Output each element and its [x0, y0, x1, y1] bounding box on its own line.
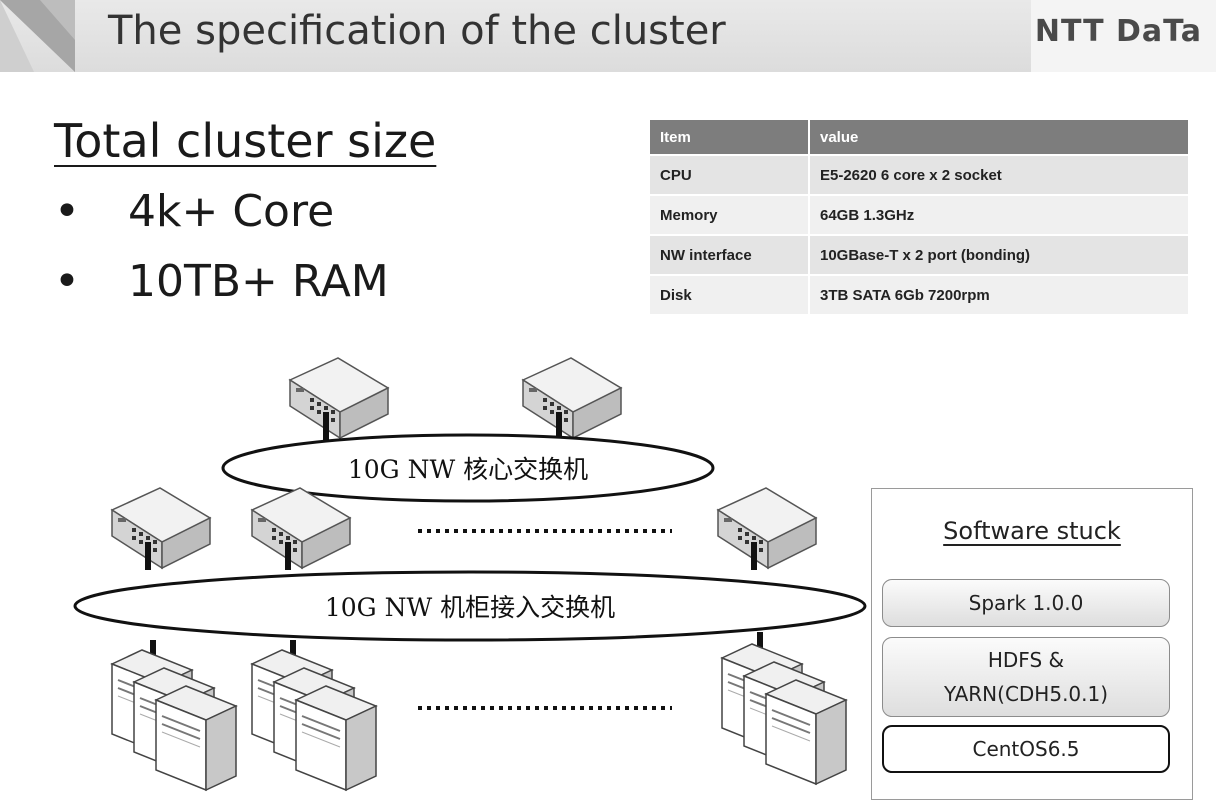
hdfs-yarn-layer: HDFS & YARN(CDH5.0.1) [882, 637, 1170, 717]
spark-layer: Spark 1.0.0 [882, 579, 1170, 627]
table-row: NW interface 10GBase-T x 2 port (bonding… [650, 236, 1188, 274]
rack-switch-label: 10G NW 机柜接入交换机 [325, 593, 615, 622]
software-stack-title: Software stuck [943, 517, 1121, 545]
bullet-icon: • [54, 256, 80, 307]
server-rack-icon [252, 650, 376, 790]
table-cell-item: NW interface [650, 236, 810, 274]
table-row: Disk 3TB SATA 6Gb 7200rpm [650, 276, 1188, 314]
table-cell-value: E5-2620 6 core x 2 socket [810, 156, 1188, 194]
column-header-value: value [810, 120, 1188, 154]
table-cell-item: Disk [650, 276, 810, 314]
slide-title: The specification of the cluster [108, 8, 726, 54]
rack-switch-icon [717, 487, 817, 570]
column-header-item: Item [650, 120, 810, 154]
centos-layer: CentOS6.5 [882, 725, 1170, 773]
ntt-data-logo: NTT DaTa [1034, 14, 1202, 49]
table-cell-item: Memory [650, 196, 810, 234]
network-diagram: 10G NW 核心交换机 10G NW 机柜接入交换机 [73, 357, 867, 805]
core-switch-label: 10G NW 核心交换机 [348, 455, 588, 484]
table-cell-item: CPU [650, 156, 810, 194]
bullet-text: 10TB+ RAM [128, 256, 389, 307]
bullet-item-ram: • 10TB+ RAM [54, 254, 389, 310]
software-stack-panel: Software stuck Spark 1.0.0 HDFS & YARN(C… [871, 488, 1193, 800]
table-cell-value: 64GB 1.3GHz [810, 196, 1188, 234]
core-switch-icon [289, 357, 389, 440]
table-row: CPU E5-2620 6 core x 2 socket [650, 156, 1188, 194]
rack-switch-icon [111, 487, 211, 570]
server-rack-icon [722, 644, 846, 784]
table-cell-value: 3TB SATA 6Gb 7200rpm [810, 276, 1188, 314]
header-decoration-icon [0, 0, 75, 72]
slide-header: The specification of the cluster NTT DaT… [0, 0, 1216, 72]
bullet-text: 4k+ Core [128, 186, 335, 237]
table-header-row: Item value [650, 120, 1188, 154]
table-row: Memory 64GB 1.3GHz [650, 196, 1188, 234]
logo-area [1031, 0, 1216, 72]
spec-table: Item value CPU E5-2620 6 core x 2 socket… [650, 118, 1188, 316]
bullet-icon: • [54, 186, 80, 237]
total-cluster-heading: Total cluster size [54, 114, 437, 168]
table-cell-value: 10GBase-T x 2 port (bonding) [810, 236, 1188, 274]
core-switch-icon [522, 357, 622, 440]
core-switch-ellipse [221, 433, 715, 503]
rack-switch-ellipse [73, 570, 867, 642]
server-rack-icon [112, 650, 236, 790]
rack-switch-icon [251, 487, 351, 570]
bullet-item-cores: • 4k+ Core [54, 184, 334, 240]
